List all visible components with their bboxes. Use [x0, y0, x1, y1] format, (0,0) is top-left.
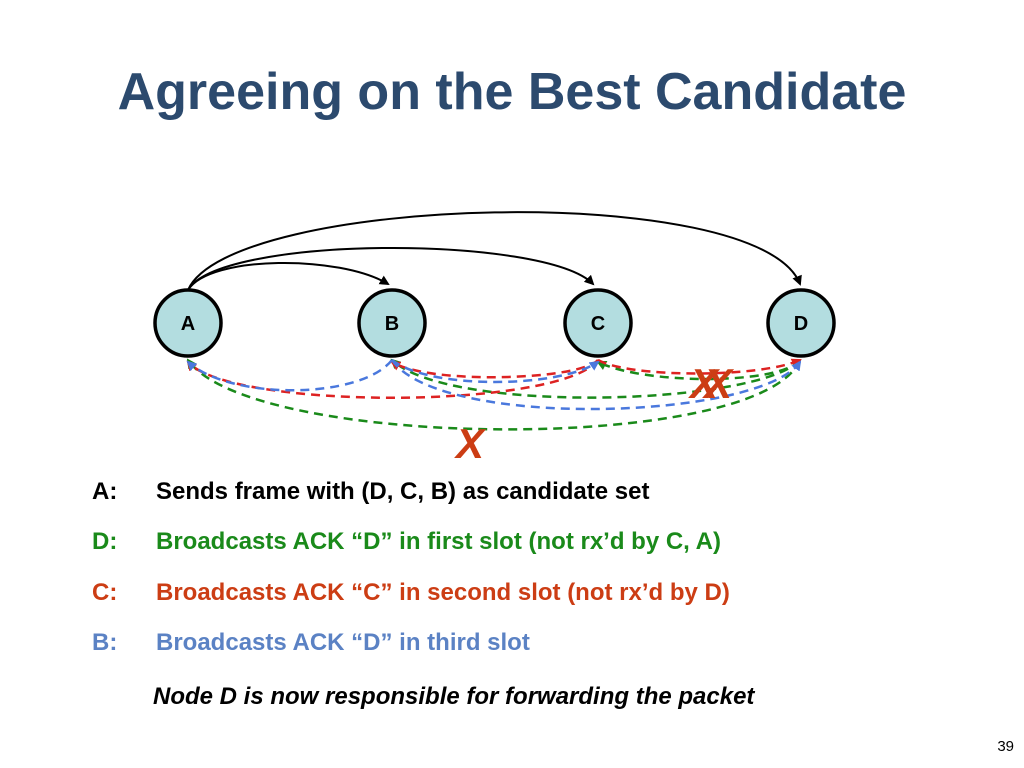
node-b: B	[357, 288, 427, 358]
svg-text:A: A	[181, 313, 195, 335]
ack-arrow-b-to-c	[391, 359, 600, 384]
ack-arrow-c-to-a	[186, 359, 599, 399]
loss-mark-d-to-a: X	[454, 420, 487, 467]
conclusion-note: Node D is now responsible for forwarding…	[153, 683, 755, 710]
step-text: Broadcasts ACK “D” in first slot (not rx…	[156, 528, 721, 555]
svg-text:B: B	[385, 313, 399, 335]
ack-arrow-c-to-d-lost	[597, 358, 802, 375]
step-row-c: C: Broadcasts ACK “C” in second slot (not…	[92, 579, 730, 607]
slide-title: Agreeing on the Best Candidate	[117, 63, 907, 121]
relay-diagram: A B C D X X X	[153, 211, 836, 467]
loss-mark-d-to-c: X	[688, 360, 721, 407]
loss-mark-c-to-d: X	[702, 360, 735, 407]
step-node-label: A:	[92, 478, 118, 505]
ack-arrow-d-to-b	[390, 358, 801, 399]
step-row-b: B: Broadcasts ACK “D” in third slot	[92, 629, 530, 657]
node-c: C	[563, 288, 633, 358]
svg-text:C: C	[591, 313, 605, 335]
step-node-label: C:	[92, 579, 118, 606]
node-d: D	[766, 288, 836, 358]
page-number: 39	[997, 738, 1014, 755]
svg-text:D: D	[794, 313, 808, 335]
step-node-label: B:	[92, 629, 118, 656]
step-row-d: D: Broadcasts ACK “D” in first slot (not …	[92, 528, 721, 556]
ack-arrow-d-to-c-lost	[596, 359, 801, 381]
frame-arrow-a-to-d	[187, 211, 802, 291]
step-row-a: A: Sends frame with (D, C, B) as candidat…	[92, 478, 649, 506]
ack-arrow-b-to-a	[186, 359, 393, 392]
ack-arrow-c-to-b	[390, 359, 599, 379]
step-text: Sends frame with (D, C, B) as candidate …	[156, 478, 650, 505]
step-text: Broadcasts ACK “D” in third slot	[156, 629, 530, 656]
step-node-label: D:	[92, 528, 118, 555]
frame-arrow-a-to-b	[187, 262, 390, 291]
ack-arrow-b-to-d	[390, 359, 802, 411]
frame-arrow-a-to-c	[187, 247, 595, 291]
node-a: A	[153, 288, 223, 358]
step-text: Broadcasts ACK “C” in second slot (not r…	[156, 579, 730, 606]
